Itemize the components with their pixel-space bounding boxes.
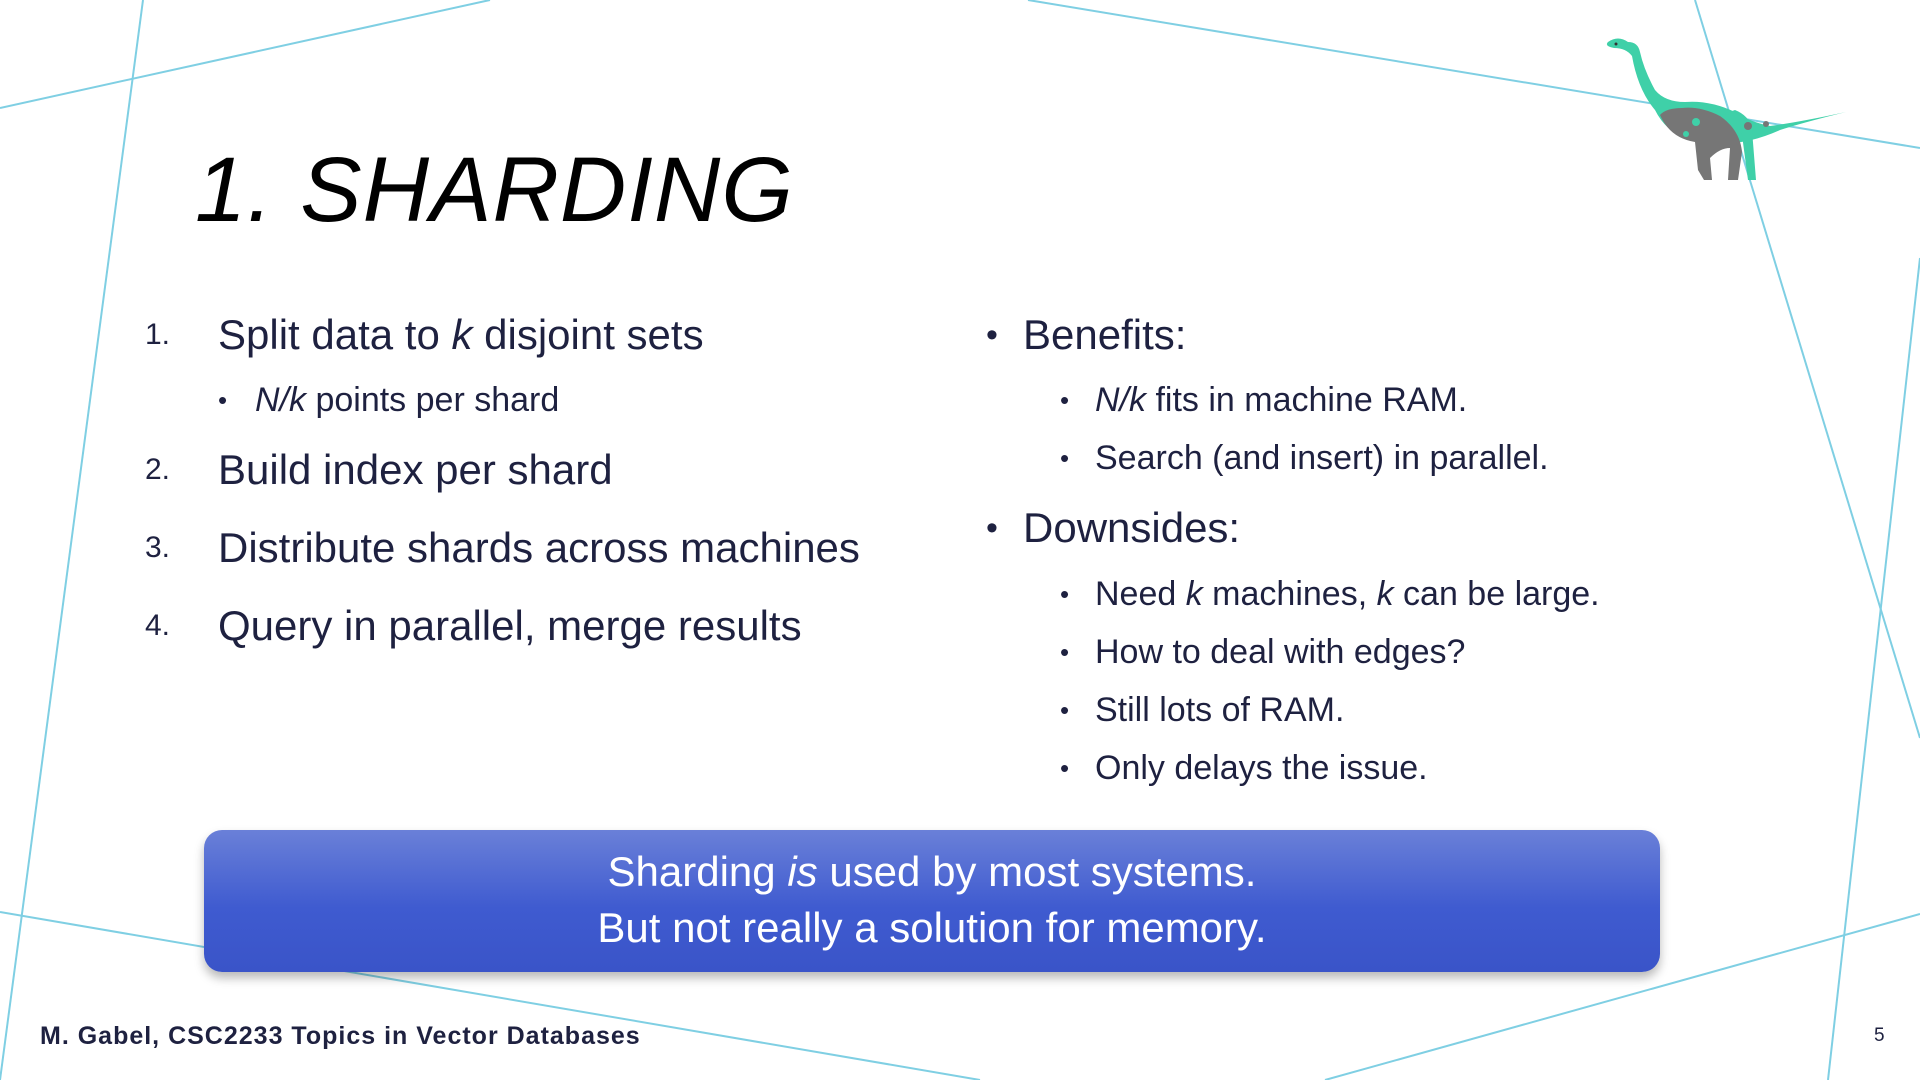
list-item: • How to deal with edges? bbox=[980, 630, 1740, 674]
list-item-text: N/k points per shard bbox=[255, 381, 560, 419]
list-item: 2. Build index per shard bbox=[140, 445, 940, 495]
list-item-text: Search (and insert) in parallel. bbox=[1095, 439, 1549, 477]
conclusion-callout: Sharding is used by most systems. But no… bbox=[204, 830, 1660, 972]
list-number: 2. bbox=[145, 453, 171, 486]
callout-line-1: Sharding is used by most systems. bbox=[607, 848, 1257, 895]
bullet: • bbox=[986, 509, 998, 547]
list-item-text: Build index per shard bbox=[218, 446, 613, 493]
benefits-heading: • Benefits: bbox=[986, 311, 1187, 358]
bullet: • bbox=[1060, 695, 1070, 725]
list-item: • Search (and insert) in parallel. bbox=[980, 436, 1740, 480]
downsides-heading: • Downsides: bbox=[986, 504, 1241, 551]
list-item-text: Split data to k disjoint sets bbox=[218, 311, 704, 358]
list-item: • Need k machines, k can be large. bbox=[980, 572, 1740, 616]
list-item: • Only delays the issue. bbox=[980, 746, 1740, 790]
bullet: • bbox=[218, 385, 228, 415]
sub-list-item: • N/k points per shard bbox=[140, 378, 940, 422]
list-item-text: How to deal with edges? bbox=[1095, 633, 1466, 671]
list-item-text: Query in parallel, merge results bbox=[218, 602, 802, 649]
bullet: • bbox=[1060, 753, 1070, 783]
page-number: 5 bbox=[1874, 1025, 1885, 1046]
list-item: 1. Split data to k disjoint sets bbox=[140, 310, 940, 360]
list-item: • Still lots of RAM. bbox=[980, 688, 1740, 732]
slide-title: 1. SHARDING bbox=[195, 139, 794, 241]
list-item: 4. Query in parallel, merge results bbox=[140, 601, 940, 651]
bullet: • bbox=[1060, 443, 1070, 473]
list-number: 1. bbox=[145, 318, 171, 351]
list-item-text: Distribute shards across machines bbox=[218, 524, 860, 571]
list-item: 3. Distribute shards across machines bbox=[140, 523, 940, 573]
callout-line-2: But not really a solution for memory. bbox=[597, 904, 1267, 951]
bullet: • bbox=[986, 316, 998, 354]
list-item-text: Still lots of RAM. bbox=[1095, 691, 1345, 729]
footer-author: M. Gabel, CSC2233 Topics in Vector Datab… bbox=[40, 1022, 641, 1050]
dinosaur-icon bbox=[1606, 38, 1846, 180]
steps-list: 1. Split data to k disjoint sets • N/k p… bbox=[140, 310, 940, 649]
bullet: • bbox=[1060, 579, 1070, 609]
list-item-text: Only delays the issue. bbox=[1095, 749, 1428, 787]
list-item-text: Need k machines, k can be large. bbox=[1095, 575, 1600, 613]
list-item: • N/k fits in machine RAM. bbox=[980, 378, 1740, 422]
list-item-text: N/k fits in machine RAM. bbox=[1095, 381, 1468, 419]
bullet: • bbox=[1060, 385, 1070, 415]
bullet: • bbox=[1060, 637, 1070, 667]
list-number: 3. bbox=[145, 531, 171, 564]
list-number: 4. bbox=[145, 609, 171, 642]
